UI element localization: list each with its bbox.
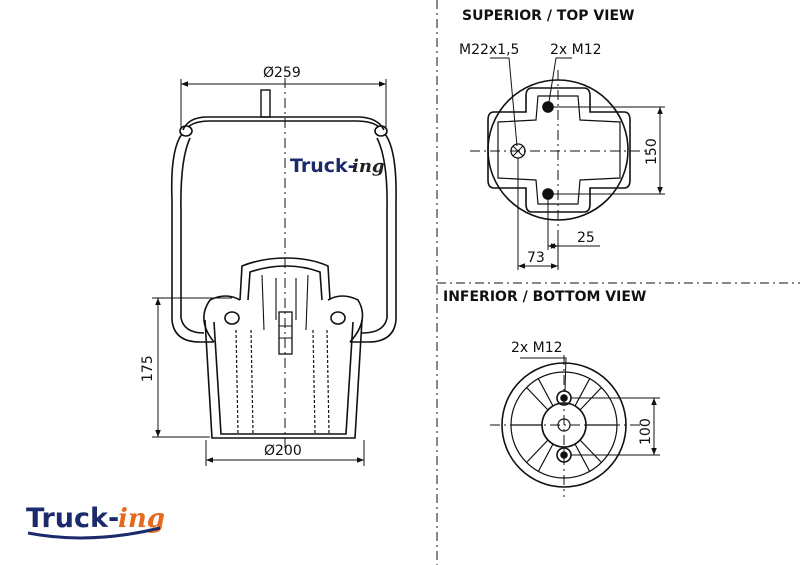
top-view: [487, 79, 631, 221]
brand-logo: Truck- ing: [26, 503, 165, 540]
top-dim-vertical: [553, 106, 665, 195]
dim-bottom-diameter-label: Ø200: [264, 443, 302, 459]
top-dim-vertical-label: 150: [644, 138, 660, 165]
svg-text:Truck-: Truck-: [26, 503, 119, 534]
dim-top-diameter: [180, 79, 387, 128]
top-dim-offset-b-label: 73: [527, 250, 545, 266]
top-dim-horizontal: [517, 158, 600, 270]
top-plate: [182, 116, 385, 131]
bottom-view-title: INFERIOR / BOTTOM VIEW: [443, 289, 646, 305]
bolts-leader: [548, 57, 572, 103]
dim-top-diameter-label: Ø259: [263, 65, 301, 81]
dim-height: [152, 297, 232, 438]
bottom-view-centerlines: [490, 355, 640, 497]
piston-cup: [239, 257, 331, 301]
bottom-dim-vertical-label: 100: [638, 418, 654, 445]
dim-bottom-diameter: [205, 440, 365, 466]
top-thread-label: M22x1,5: [459, 42, 519, 58]
bottom-bolts-label: 2x M12: [511, 340, 563, 356]
top-bolt-hole-lower: [542, 188, 554, 200]
thread-leader: [490, 57, 518, 147]
brand-logo-swoosh: [27, 526, 161, 540]
bottom-dim-vertical: [571, 397, 660, 456]
top-dim-offset-a-label: 25: [577, 230, 595, 246]
svg-text:Truck-: Truck-: [290, 155, 356, 177]
bellow-outer: [170, 133, 214, 343]
top-view-centerlines: [470, 70, 648, 232]
top-cross-rib: [487, 87, 631, 213]
svg-text:ing: ing: [352, 156, 385, 177]
top-view-title: SUPERIOR / TOP VIEW: [462, 8, 634, 24]
side-view: [170, 89, 397, 439]
top-stud: [260, 89, 271, 118]
bottom-bolts-leader: [520, 357, 567, 392]
top-bolts-label: 2x M12: [550, 42, 602, 58]
bellow-logo: Truck- ing: [290, 155, 385, 177]
piston: [204, 319, 363, 439]
dim-height-label: 175: [140, 355, 156, 382]
top-bolt-hole-upper: [542, 101, 554, 113]
